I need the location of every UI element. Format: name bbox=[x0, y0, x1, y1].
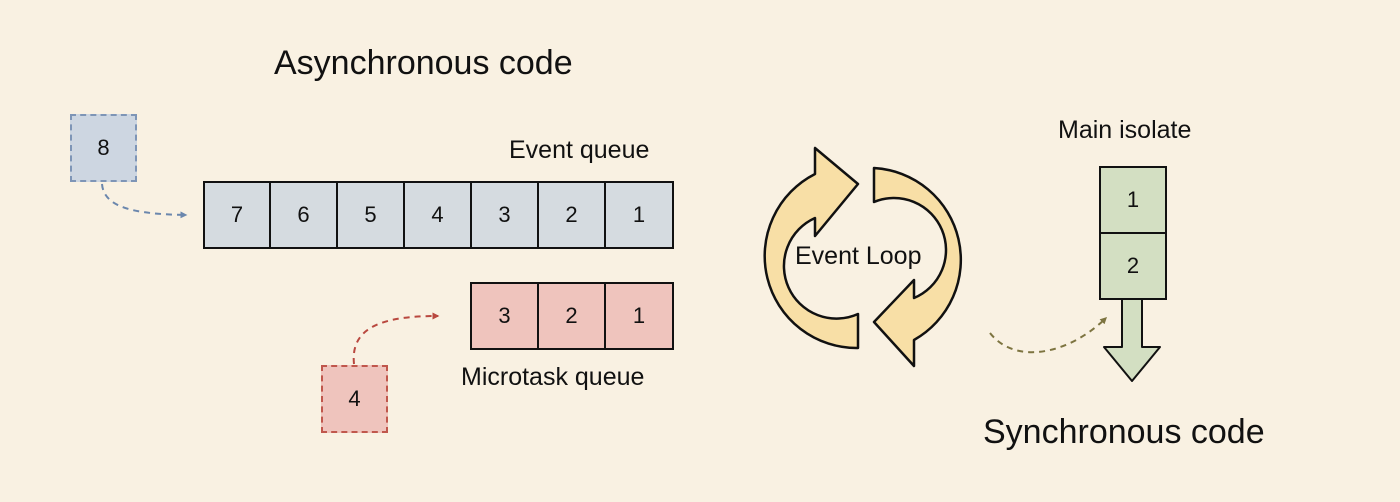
main-isolate-label: Main isolate bbox=[1058, 116, 1192, 144]
execution-down-arrow bbox=[1103, 298, 1161, 382]
microtask-queue-cell: 2 bbox=[537, 282, 606, 350]
event-queue-cell: 3 bbox=[470, 181, 539, 249]
event-queue-cell: 7 bbox=[203, 181, 271, 249]
event-enqueue-arrow bbox=[101, 183, 188, 219]
event-loop-icon bbox=[763, 146, 963, 368]
microtask-queue-label: Microtask queue bbox=[461, 363, 645, 391]
event-queue-cell: 6 bbox=[269, 181, 338, 249]
loop-arrow-bottom bbox=[872, 166, 963, 368]
sync-code-title: Synchronous code bbox=[983, 413, 1265, 451]
microtask-queue-cell: 1 bbox=[604, 282, 674, 350]
event-queue-cell: 4 bbox=[403, 181, 472, 249]
main-isolate-cell: 1 bbox=[1099, 166, 1167, 234]
loop-arrow-top bbox=[763, 146, 860, 350]
microtask-enqueue-arrow bbox=[352, 312, 440, 365]
microtask-queue-cell: 3 bbox=[470, 282, 539, 350]
pending-event-box: 8 bbox=[70, 114, 137, 182]
main-isolate-cell: 2 bbox=[1099, 232, 1167, 300]
dispatch-arrow bbox=[989, 317, 1108, 354]
event-queue-cell: 1 bbox=[604, 181, 674, 249]
pending-microtask-box: 4 bbox=[321, 365, 388, 433]
async-code-title: Asynchronous code bbox=[274, 44, 573, 82]
event-queue-cell: 5 bbox=[336, 181, 405, 249]
event-queue-cell: 2 bbox=[537, 181, 606, 249]
event-loop-label: Event Loop bbox=[795, 242, 922, 270]
event-queue-label: Event queue bbox=[509, 136, 650, 164]
